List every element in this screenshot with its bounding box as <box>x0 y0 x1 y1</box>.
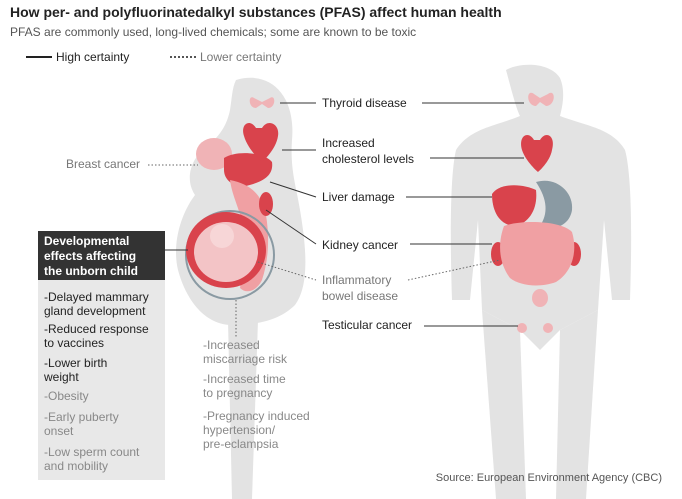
liver-organ-pregnant <box>224 153 273 187</box>
legend-high-label: High certainty <box>56 50 130 64</box>
label-thyroid: Thyroid disease <box>322 96 407 110</box>
label-ibd-line2: bowel disease <box>322 289 399 303</box>
thyroid-organ-male <box>528 92 554 106</box>
legend-lower-certainty: Lower certainty <box>170 50 281 64</box>
legend-high-certainty: High certainty <box>26 50 129 64</box>
source-note: Source: European Environment Agency (CBC… <box>435 472 662 484</box>
label-ibd-line1: Inflammatory <box>322 273 392 287</box>
label-kidney: Kidney cancer <box>322 238 399 252</box>
label-breast: Breast cancer <box>66 157 141 171</box>
fetus-head <box>210 224 234 248</box>
heart-organ-male <box>521 135 553 172</box>
stomach-organ-male <box>536 180 573 229</box>
label-testicular: Testicular cancer <box>322 318 413 332</box>
page-title: How per- and polyfluorinatedalkyl substa… <box>10 4 502 20</box>
lower-certainty-leaders <box>148 164 501 338</box>
thyroid-organ-pregnant <box>249 97 275 108</box>
label-liver: Liver damage <box>322 190 395 204</box>
bladder-organ-male <box>532 289 548 307</box>
development-title: Developmental effects affecting the unbo… <box>44 234 138 278</box>
development-item: -Obesity <box>44 389 89 403</box>
legend-low-label: Lower certainty <box>200 50 282 64</box>
high-certainty-leaders <box>265 102 524 327</box>
male-body-silhouette <box>450 64 632 499</box>
kidney-organ-pregnant <box>259 192 273 216</box>
development-panel <box>38 280 165 480</box>
label-cholesterol-line2: cholesterol levels <box>322 152 415 166</box>
fetus-figure <box>194 222 258 282</box>
page-subtitle: PFAS are commonly used, long-lived chemi… <box>10 25 417 39</box>
dotted-line-icon <box>170 56 196 58</box>
liver-organ-male <box>492 185 537 226</box>
breast-organ <box>196 138 232 170</box>
uterus-outline <box>185 210 275 300</box>
testis-right <box>543 323 553 333</box>
heart-organ-pregnant <box>243 122 279 162</box>
label-cholesterol-line1: Increased <box>322 136 375 150</box>
intestine-organ-male <box>500 222 575 286</box>
testis-left <box>517 323 527 333</box>
development-header-box <box>38 231 165 280</box>
solid-line-icon <box>26 56 52 58</box>
